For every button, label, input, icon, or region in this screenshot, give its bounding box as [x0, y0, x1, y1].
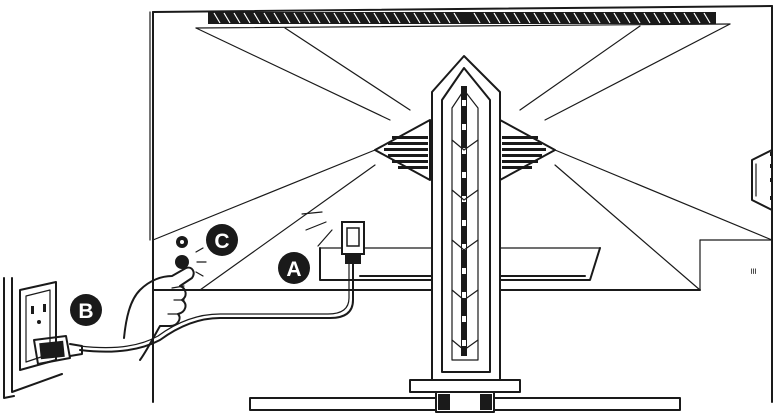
monitor-back-housing	[149, 5, 773, 403]
power-button-area	[175, 236, 207, 277]
callout-a-label: A	[286, 258, 301, 281]
hand-icon	[123, 266, 195, 361]
side-marking: ≡	[747, 268, 759, 274]
callout-b-label: B	[78, 300, 93, 323]
power-plug-icon	[33, 335, 71, 365]
wall-outlet	[3, 277, 83, 399]
power-cable-connector	[79, 211, 365, 353]
callout-b: B	[70, 294, 102, 326]
power-button-icon	[175, 255, 189, 269]
callout-c: C	[206, 224, 238, 256]
hand-pressing-button	[123, 266, 195, 361]
monitor-stand	[249, 55, 681, 413]
callout-c-label: C	[214, 230, 229, 253]
side-button-panel: ≡	[747, 149, 773, 274]
callout-a: A	[278, 252, 310, 284]
rear-vent-panels	[374, 119, 556, 181]
